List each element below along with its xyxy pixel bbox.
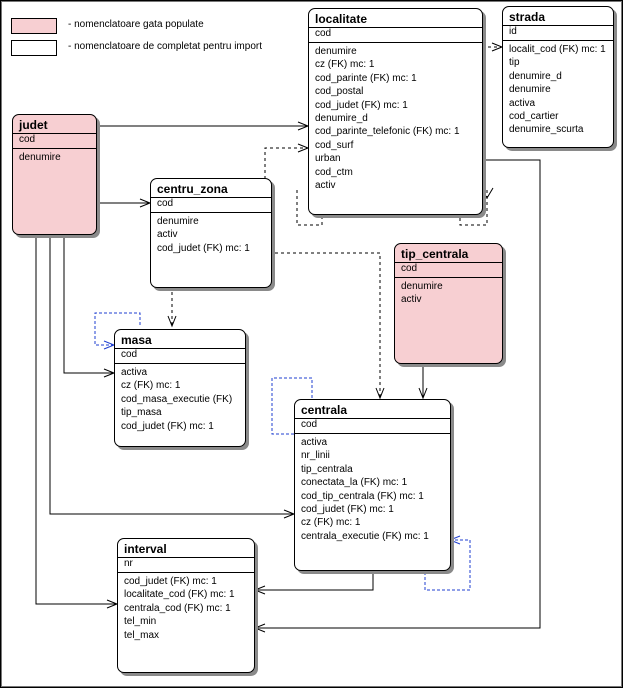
link-localitate-interval [255,159,541,629]
attribute: activ [401,294,422,306]
entity-title: masa [121,333,152,347]
crowfoot-centrala-centru-zona [375,387,385,400]
attribute: cod_cartier [509,110,559,122]
attribute: activa [121,367,148,378]
attribute-list: cod_judet (FK) mc: 1 localitate_cod (FK) … [118,572,254,642]
attribute: cod_postal [315,86,364,98]
link-judet-masa [63,233,114,374]
entity-title: strada [509,10,546,24]
primary-key: cod [115,348,245,361]
link-judet-interval [35,233,117,605]
entity-title: centrala [301,403,348,417]
attribute: cod_parinte_telefonic (FK) mc: 1 [315,126,460,138]
attribute: cz (FK) mc: 1 [315,59,375,71]
attribute: cod_judet (FK) mc: 1 [121,420,214,432]
attribute: nr_linii [301,450,330,462]
attribute: cz (FK) mc: 1 [121,380,181,392]
attribute: cod_ctm [315,166,353,178]
self-ref-masa [94,312,141,346]
entity-title: tip_centrala [401,247,469,261]
crowfoot-interval-centrala [253,585,266,595]
attribute: activ [315,179,336,191]
attribute: cod_masa_executie (FK) [121,393,233,405]
attribute: activ [157,229,178,241]
self-ref-centrala-top [271,377,313,435]
legend-swatch-populated [11,18,57,34]
attribute: centrala_cod (FK) mc: 1 [124,602,231,614]
attribute: denumire [19,152,61,163]
attribute: cz (FK) mc: 1 [301,517,361,529]
attribute: cod_parinte (FK) mc: 1 [315,72,417,84]
legend-label-to-complete: - nomenclatoare de completat pentru impo… [68,41,262,52]
primary-key: cod [295,418,450,431]
attribute: localitate_cod (FK) mc: 1 [124,589,235,601]
link-centru-zona-centrala [275,252,381,398]
entity-title: judet [19,118,48,132]
attribute: activa [509,97,536,109]
attribute: cod_tip_centrala (FK) mc: 1 [301,490,424,502]
link-centrala-interval [255,571,374,591]
crowfoot-localitate-self-right [480,187,494,199]
entity-title: localitate [315,12,368,26]
primary-key: cod [309,27,482,40]
attribute: tel_min [124,616,157,628]
self-ref-centrala-bottom [424,539,471,591]
legend-label-populated: - nomenclatoare gata populate [68,19,204,30]
attribute: cod_judet (FK) mc: 1 [124,576,217,587]
entity-title: centru_zona [157,182,228,196]
attribute: centrala_executie (FK) mc: 1 [301,530,429,542]
attribute: denumire_d [509,70,562,82]
attribute: tip [509,57,520,69]
attribute: denumire [315,46,357,57]
attribute: denumire_scurta [509,124,584,136]
crowfoot-masa-centru-zona [167,315,177,328]
attribute: localit_cod (FK) mc: 1 [509,44,606,55]
attribute: conectata_la (FK) mc: 1 [301,477,408,489]
primary-key: cod [395,262,502,275]
attribute: cod_judet (FK) mc: 1 [301,503,394,515]
attribute: urban [315,153,341,165]
attribute: tip_masa [121,407,162,419]
crowfoot-interval-localitate [253,623,266,633]
attribute: denumire [509,84,551,96]
attribute-list: denumire activ [395,277,502,307]
attribute: cod_judet (FK) mc: 1 [315,99,408,111]
attribute-list: denumire [13,148,96,164]
self-ref-localitate-right [459,190,488,226]
attribute: cod_surf [315,139,354,151]
attribute: tip_centrala [301,463,353,475]
attribute: cod_judet (FK) mc: 1 [157,242,250,254]
attribute: tel_max [124,629,160,641]
entity-title: interval [124,542,167,556]
legend-swatch-to-complete [11,40,57,56]
attribute: denumire_d [315,112,368,124]
primary-key: cod [151,197,271,210]
self-ref-localitate-left [296,190,323,226]
attribute: activa [301,437,328,448]
link-judet-centrala [49,233,294,515]
attribute: denumire [157,216,199,227]
primary-key: nr [118,557,254,570]
link-centru-zona-localitate [230,147,308,193]
crowfoot-centrala-tip [418,387,428,400]
primary-key: id [503,25,613,38]
primary-key: cod [13,133,96,146]
attribute: denumire [401,281,443,292]
